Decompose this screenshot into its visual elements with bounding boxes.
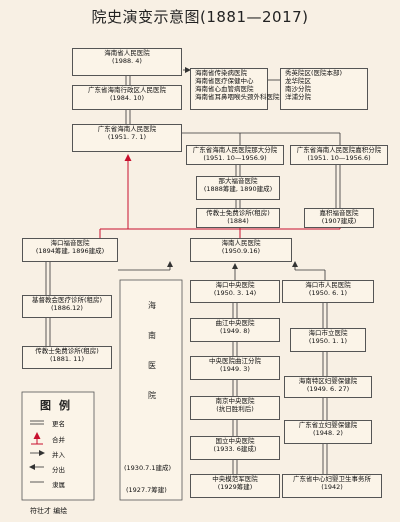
box-nada-gospel-hospital: 那大福音医院 (1888筹建, 1890建成) bbox=[196, 176, 280, 200]
box-central-model-military-hospital: 中央模范军医院 (1929筹建) bbox=[190, 474, 280, 498]
box-hainan-provincial-peoples-hospital: 海南省人民医院 (1988. 4) bbox=[72, 48, 182, 76]
vertical-hospital-date2: (1927.7筹建) bbox=[126, 486, 167, 494]
box-branches: 秀英院区(医院本部) 龙华院区 南沙分院 洋浦分院 bbox=[280, 68, 368, 110]
box-central-qujiang-branch: 中央医院曲江分院 (1949. 3) bbox=[190, 356, 280, 380]
legend-join-label: 并入 bbox=[52, 451, 65, 459]
legend-rename-label: 更名 bbox=[52, 420, 65, 428]
author-credit: 符壮才 编绘 bbox=[30, 507, 68, 515]
box-guangdong-hainan-peoples-hospital: 广东省海南人民医院 (1951. 7. 1) bbox=[72, 124, 182, 152]
legend-title: 图例 bbox=[40, 399, 78, 412]
diagram-title: 院史演变示意图(1881—2017) bbox=[91, 8, 309, 26]
box-jiaji-gospel-hospital: 嘉积福音医院 (1907建成) bbox=[304, 208, 374, 228]
box-church-clinic: 基督教会医疗诊所(租房) (1886.12) bbox=[22, 295, 112, 318]
box-nanjing-central-hospital: 南京中央医院 (抗日胜利后) bbox=[190, 396, 280, 420]
box-hainan-peoples-hospital: 海南人民医院 (1950.9.16) bbox=[190, 238, 292, 262]
box-nada-branch: 广东省海南人民医院那大分院 (1951. 10—1956.9) bbox=[186, 145, 284, 165]
box-hainan-sar-maternal-hospital: 海南特区妇婴保健院 (1949. 6. 27) bbox=[284, 376, 372, 398]
legend-split-label: 分出 bbox=[52, 466, 65, 474]
box-haikou-free-clinic: 传教士免费诊所(租房) (1881. 11) bbox=[22, 346, 112, 369]
box-guangdong-maternal-health-office: 广东省中心妇婴卫生事务所 (1942) bbox=[282, 474, 382, 498]
box-haikou-gospel-hospital: 海口福音医院 (1894筹建, 1896建成) bbox=[22, 238, 118, 262]
vertical-hospital-name: 海 南 医 院 bbox=[148, 301, 156, 400]
box-haikou-municipal-hospital: 海口市立医院 (1950. 1. 1) bbox=[290, 328, 366, 352]
box-jiaji-branch: 广东省海南人民医院嘉积分院 (1951. 10—1956.6) bbox=[290, 145, 388, 165]
box-haikou-city-peoples-hospital: 海口市人民医院 (1950. 6. 1) bbox=[282, 280, 374, 303]
box-national-central-hospital: 国立中央医院 (1933. 6建成) bbox=[190, 436, 280, 460]
box-haikou-central-hospital: 海口中央医院 (1950. 3. 14) bbox=[190, 280, 280, 303]
box-merged-hospitals: 海南省传染病医院 海南省医疗保健中心 海南省心血管病医院 海南省耳鼻咽喉头颈外科… bbox=[190, 68, 280, 110]
legend-affiliation-label: 隶属 bbox=[52, 481, 65, 489]
box-nada-free-clinic: 传教士免费诊所(租房) (1884) bbox=[196, 208, 280, 228]
box-qujiang-central-hospital: 曲江中央医院 (1949. 8) bbox=[190, 318, 280, 342]
vertical-hospital-date1: (1930.7.1建成) bbox=[124, 464, 172, 472]
legend-merge-label: 合并 bbox=[52, 436, 65, 444]
box-guangdong-provincial-maternal-hospital: 广东省立妇婴保健院 (1948. 2) bbox=[284, 420, 372, 444]
box-guangdong-hainan-admin-region-hospital: 广东省海南行政区人民医院 (1984. 10) bbox=[72, 85, 182, 110]
